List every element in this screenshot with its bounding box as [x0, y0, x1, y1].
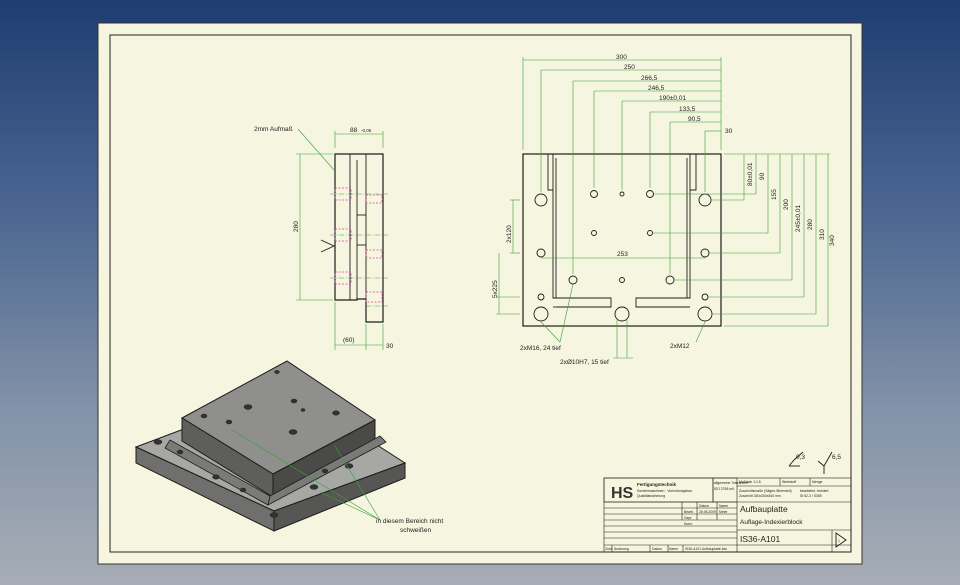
aenderung-label: Änderung: [614, 547, 629, 551]
front-dim-top-2: 266,5: [641, 75, 658, 82]
title-block: HS Fertigungstechnik Sondermaschinen · V…: [603, 477, 852, 553]
datum-value: 26.06.2009: [699, 510, 716, 514]
weld-note-line2: schweißen: [400, 527, 431, 534]
drawing-title: Aufbauplatte: [740, 504, 788, 514]
norm-label: Norm: [684, 522, 692, 526]
company-line3: Qualitätssicherung: [637, 494, 665, 498]
side-dim-bottom-a: (60): [343, 337, 355, 344]
front-dim-right-0: 80±0,01: [747, 162, 754, 186]
front-dim-left-b: 5x225: [492, 280, 499, 298]
front-dim-right-5: 280: [807, 219, 814, 230]
front-dim-right-7: 340: [829, 235, 836, 246]
side-dim-top-tol: -0,05: [361, 128, 372, 133]
iso-view: in diesem Bereich nicht schweißen: [134, 360, 443, 534]
front-callout-a: 2xM16, 24 tief: [520, 345, 561, 352]
name-label-2: Name: [669, 547, 678, 551]
material-text2: Zuschnitt 340x300x340 mm: [739, 494, 781, 498]
side-dim-bottom-b: 30: [386, 343, 394, 350]
front-dim-left-a: 2x120: [506, 225, 513, 243]
front-callout-c: 2xM12: [670, 343, 690, 350]
front-right-dims: 80±0,01 90 155 200 245±0,01 280 310 340: [653, 153, 836, 327]
werkstoff-label: Werkstoff: [782, 480, 796, 484]
drawing-subtitle: Auflage-Indexierblock: [740, 519, 803, 526]
front-dim-top-0: 300: [616, 54, 627, 61]
allg-tol-label: allgemeine Toleranzen: [714, 481, 748, 485]
front-dim-top-4: 190±0,01: [659, 95, 686, 102]
behandlung-text: bearbeitet, brüniert: [800, 489, 829, 493]
front-view: 300 250 266,5 246,5 190±0,01 133,5 90,5 …: [492, 54, 836, 366]
company-name: Fertigungstechnik: [637, 482, 677, 487]
surface-mark-b: 6,5: [832, 454, 841, 461]
weld-note-line1: in diesem Bereich nicht: [376, 518, 443, 525]
drawing-number: IS36-A101: [740, 534, 780, 544]
bearb-label: Bearb.: [684, 510, 694, 514]
zust-label: Zust.: [605, 547, 613, 551]
file-label: IS36-A101 Aufbauplatte.idw: [685, 547, 727, 551]
side-dim-height: 280: [293, 221, 300, 232]
front-dim-center: 253: [617, 251, 628, 258]
surface-mark-a: 0,3: [796, 454, 805, 461]
front-dim-right-4: 245±0,01: [795, 205, 802, 232]
side-view: 2mm Aufmaß 88 -0,05 280 (60) 30: [254, 126, 394, 350]
front-dim-right-3: 200: [783, 199, 790, 210]
front-dim-right-6: 310: [819, 229, 826, 240]
massstab-label: Maßstab 1:1,5: [739, 480, 761, 484]
blatt-label: 1: [838, 539, 840, 543]
behandlung-text2: St 52-3 / S355: [800, 494, 822, 498]
datum-label-2: Datum: [652, 547, 662, 551]
front-left-dims: 2x120 5x225: [492, 199, 520, 315]
front-callout-b: 2xØ10H7, 15 tief: [560, 359, 609, 366]
material-text: Zuschnittsmaße (Sägen-/Brennteil): [739, 489, 792, 493]
front-dim-right-2: 155: [771, 189, 778, 200]
menge-label: Menge: [812, 480, 822, 484]
front-dim-top-3: 246,5: [648, 85, 665, 92]
drawing-frame: [109, 34, 852, 553]
front-top-dims: 300 250 266,5 246,5 190±0,01 133,5 90,5 …: [522, 54, 733, 274]
allg-tol-value: ISO 2768 mK: [714, 487, 735, 491]
name-label: Name: [719, 504, 728, 508]
iso-base-right: [273, 462, 406, 532]
gepr-label: Gepr.: [684, 516, 692, 520]
datum-label: Datum: [699, 504, 709, 508]
side-dim-top: 88: [350, 127, 358, 134]
company-line2: Sondermaschinen · Vorrichtungsbau: [637, 489, 692, 493]
surface-marks: 0,3 6,5: [788, 451, 841, 474]
aufmass-note: 2mm Aufmaß: [254, 126, 293, 133]
front-dim-right-1: 90: [759, 172, 766, 180]
front-dim-top-6: 90,5: [688, 116, 701, 123]
name-value: Meier: [719, 510, 728, 514]
front-dim-top-1: 250: [624, 64, 635, 71]
front-dim-top-7: 30: [725, 128, 733, 135]
logo-mark: HS: [611, 485, 634, 502]
front-dim-top-5: 133,5: [679, 106, 696, 113]
iso-holes: [153, 370, 354, 518]
